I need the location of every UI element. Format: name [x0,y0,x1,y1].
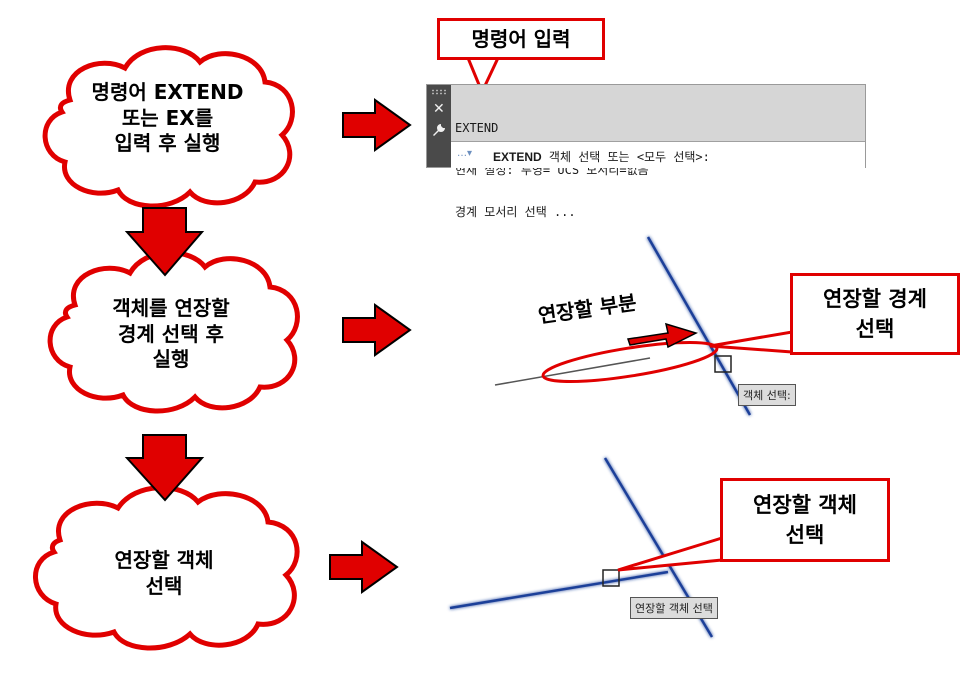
command-line-window: ✕ EXTEND 현재 설정: 투영= UCS 모서리=없음 경계 모서리 선택… [426,84,866,219]
step2-line3: 실행 [152,347,190,372]
callout-select-object: 연장할 객체 선택 [720,478,890,562]
command-prompt-command: EXTEND [493,150,542,164]
callout-select-object-line1: 연장할 객체 [753,493,857,517]
command-history-line: 경계 모서리 선택 ... [455,205,576,219]
callout-select-boundary: 연장할 경계 선택 [790,273,960,355]
step3-line2: 선택 [145,573,183,598]
step2-line2: 경계 선택 후 [118,321,224,346]
step1-text: 명령어 EXTEND 또는 EX를 입력 후 실행 [60,80,275,157]
pickbox-2 [602,569,620,587]
pickbox-1 [714,355,732,373]
command-prompt-text[interactable]: EXTEND 객체 선택 또는 <모두 선택>: [493,148,710,165]
command-history: EXTEND 현재 설정: 투영= UCS 모서리=없음 경계 모서리 선택 .… [455,93,649,247]
callout-select-boundary-line1: 연장할 경계 [823,287,927,311]
command-prompt-message: 객체 선택 또는 <모두 선택>: [541,150,710,164]
step3-line1: 연장할 객체 [114,548,214,572]
tooltip-select-object-to-extend: 연장할 객체 선택 [630,597,718,619]
tooltip-select-objects: 객체 선택: [738,384,796,406]
object-line-2 [449,570,669,610]
step2-text: 객체를 연장할 경계 선택 후 실행 [62,296,280,373]
step1-line2: 또는 EX를 [121,105,214,130]
callout-select-object-line2: 선택 [785,523,825,547]
right-arrow-1 [342,98,412,152]
close-icon[interactable]: ✕ [433,101,445,117]
down-arrow-2 [124,434,205,502]
boundary-line-1 [646,236,752,416]
right-arrow-3 [329,540,399,594]
step1-line1: 명령어 EXTEND [91,80,244,104]
right-arrow-2 [342,303,412,357]
down-arrow-1 [124,207,205,277]
grip-icon[interactable] [431,89,447,95]
object-callout-pointer [617,535,724,572]
callout-command-input: 명령어 입력 [437,18,605,60]
step3-text: 연장할 객체 선택 [55,548,273,599]
callout-command-input-text: 명령어 입력 [471,27,571,51]
command-line-handle[interactable]: ✕ [427,85,451,167]
command-prompt[interactable]: …▾ EXTEND 객체 선택 또는 <모두 선택>: [451,141,865,168]
extend-part-ellipse [541,340,719,384]
boundary-callout-pointer [709,330,794,354]
command-history-line: EXTEND [455,121,499,135]
extend-part-arrow [627,322,699,349]
step1-line3: 입력 후 실행 [114,131,221,156]
step2-line1: 객체를 연장할 [112,296,230,320]
command-dropdown-icon[interactable]: …▾ [457,148,473,159]
object-line-1 [494,357,651,386]
callout-select-boundary-line2: 선택 [855,317,895,341]
step1-cloud [42,45,295,209]
wrench-icon[interactable] [432,123,446,137]
